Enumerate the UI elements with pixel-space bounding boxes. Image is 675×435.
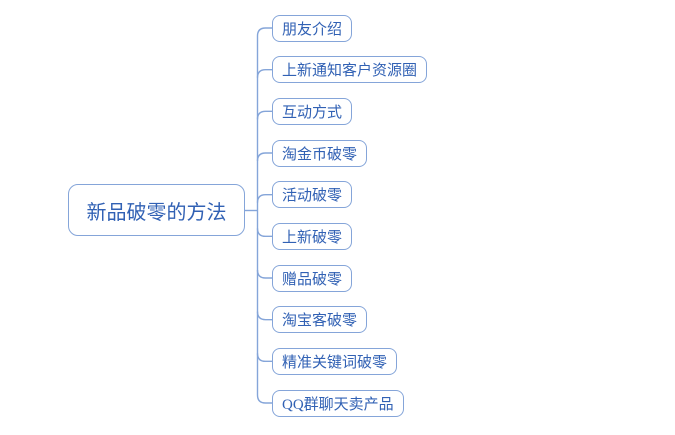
branch-line bbox=[256, 193, 272, 203]
branch-line bbox=[256, 394, 272, 404]
branch-line bbox=[256, 27, 272, 37]
child-node[interactable]: 赠品破零 bbox=[272, 264, 353, 292]
branch-line bbox=[256, 228, 272, 238]
child-node[interactable]: 淘金币破零 bbox=[272, 139, 368, 167]
child-node[interactable]: 上新通知客户资源圈 bbox=[272, 56, 428, 84]
child-node[interactable]: 上新破零 bbox=[272, 222, 353, 250]
child-node[interactable]: QQ群聊天卖产品 bbox=[272, 389, 404, 417]
child-node[interactable]: 精准关键词破零 bbox=[272, 347, 398, 375]
root-node[interactable]: 新品破零的方法 bbox=[68, 184, 245, 236]
child-node[interactable]: 淘宝客破零 bbox=[272, 306, 368, 334]
branch-line bbox=[256, 269, 272, 279]
child-node[interactable]: 活动破零 bbox=[272, 181, 353, 209]
child-node[interactable]: 朋友介绍 bbox=[272, 14, 353, 42]
child-node[interactable]: 互动方式 bbox=[272, 97, 353, 125]
branch-line bbox=[256, 110, 272, 120]
branch-line bbox=[256, 353, 272, 363]
branch-line bbox=[256, 311, 272, 321]
branch-line bbox=[256, 152, 272, 162]
branch-line bbox=[256, 68, 272, 78]
